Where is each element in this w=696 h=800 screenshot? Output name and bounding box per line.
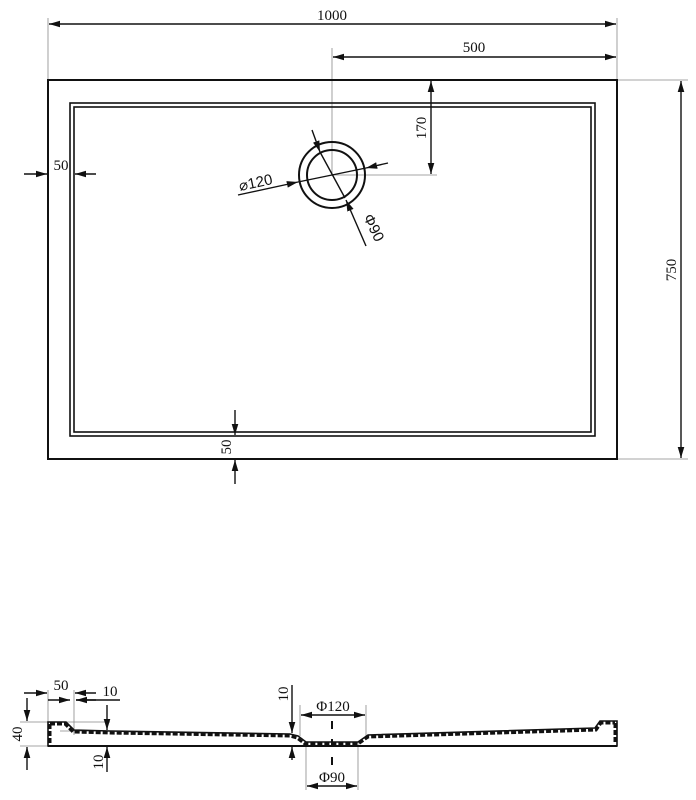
plan-view: 1000 500 170 750 50 50 ⌀120 <box>24 8 688 484</box>
tray-section-profile <box>47 720 618 747</box>
section-rim-width-label: 50 <box>54 678 69 694</box>
section-step-label: 10 <box>103 684 118 700</box>
drain-inner-circle <box>306 149 358 201</box>
section-height-label: 40 <box>10 727 26 742</box>
rim-left-label: 50 <box>54 158 69 174</box>
section-slope-label: 10 <box>276 687 292 702</box>
tray-outer-outline <box>47 79 618 460</box>
section-drain-inner-label: Φ90 <box>319 770 345 786</box>
section-drain-outer-label: Φ120 <box>316 699 349 715</box>
drain-offset-y-label: 170 <box>414 117 430 140</box>
section-base-thickness-label: 10 <box>91 755 107 770</box>
section-view: 50 10 40 10 10 Φ120 Φ90 <box>10 678 618 790</box>
drain-outer-circle <box>298 141 366 209</box>
width-label: 1000 <box>317 8 347 24</box>
drain-outer-label: ⌀120 <box>237 171 274 195</box>
tray-inner-rim <box>69 102 596 437</box>
tray-inner-basin <box>73 106 592 433</box>
rim-bottom-label: 50 <box>219 440 235 455</box>
drain-offset-x-label: 500 <box>463 40 486 56</box>
tray-section-hatch <box>50 721 615 746</box>
depth-label: 750 <box>664 259 680 282</box>
